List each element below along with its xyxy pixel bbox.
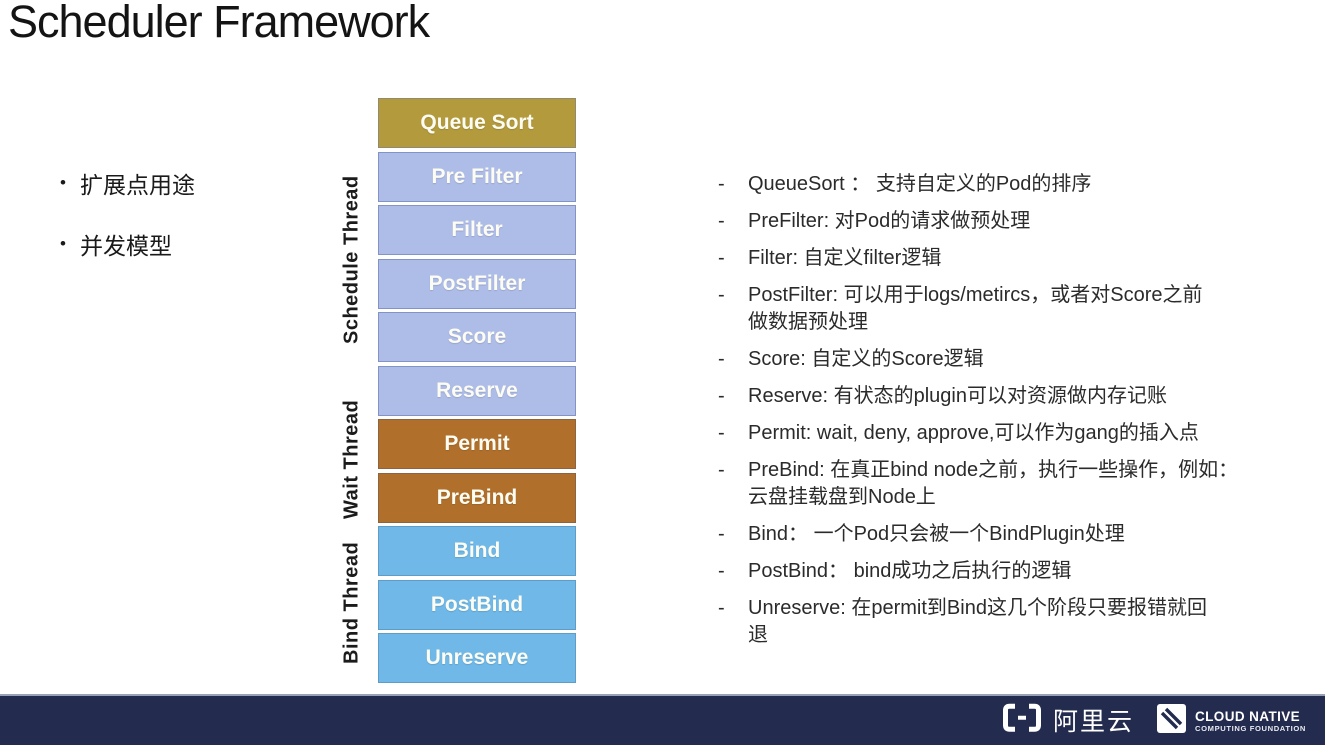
list-item: - QueueSort ： 支持自定义的Pod的排序 bbox=[718, 171, 1284, 198]
cncf-mark-icon bbox=[1156, 703, 1187, 739]
cncf-line2: COMPUTING FOUNDATION bbox=[1195, 723, 1306, 733]
list-item: - Score: 自定义的Score逻辑 bbox=[718, 346, 1284, 373]
dash-marker: - bbox=[718, 459, 725, 481]
list-item: - Unreserve: 在permit到Bind这几个阶段只要报错就回 退 bbox=[718, 595, 1284, 649]
dash-marker: - bbox=[718, 210, 725, 232]
dash-marker: - bbox=[718, 560, 725, 582]
phase-box-filter: Filter bbox=[378, 205, 576, 255]
phase-box-unreserve: Unreserve bbox=[378, 633, 576, 683]
phase-box-bind: Bind bbox=[378, 526, 576, 576]
bullet-marker: • bbox=[60, 173, 66, 192]
cncf-line1: CLOUD NATIVE bbox=[1195, 708, 1301, 724]
dash-marker: - bbox=[718, 422, 725, 444]
list-item: - Filter: 自定义filter逻辑 bbox=[718, 245, 1284, 272]
alibaba-brackets-icon bbox=[1000, 701, 1044, 738]
thread-label-schedule: Schedule Thread bbox=[340, 175, 363, 345]
extension-point-text: QueueSort ： 支持自定义的Pod的排序 bbox=[748, 173, 1092, 195]
cncf-wordmark: CLOUD NATIVE COMPUTING FOUNDATION bbox=[1195, 709, 1306, 733]
list-item: - Permit: wait, deny, approve,可以作为gang的插… bbox=[718, 420, 1284, 447]
extension-point-list: - QueueSort ： 支持自定义的Pod的排序 - PreFilter: … bbox=[718, 171, 1284, 659]
bullet-label: 并发模型 bbox=[79, 233, 172, 259]
phase-box-postfilter: PostFilter bbox=[378, 258, 576, 309]
dash-marker: - bbox=[718, 523, 725, 545]
extension-point-text: PostBind： bind成功之后执行的逻辑 bbox=[748, 560, 1072, 582]
dash-marker: - bbox=[718, 385, 725, 407]
phase-box-queue-sort: Queue Sort bbox=[378, 98, 576, 148]
list-item: - PreFilter: 对Pod的请求做预处理 bbox=[718, 208, 1284, 235]
extension-point-text: Unreserve: 在permit到Bind这几个阶段只要报错就回 退 bbox=[748, 597, 1207, 646]
cncf-logo: CLOUD NATIVE COMPUTING FOUNDATION bbox=[1156, 703, 1306, 739]
bullet-list: • 扩展点用途 • 并发模型 bbox=[60, 166, 195, 288]
phase-box-reserve: Reserve bbox=[378, 365, 576, 416]
extension-point-text: Filter: 自定义filter逻辑 bbox=[748, 247, 942, 269]
page-title: Scheduler Framework bbox=[8, 0, 430, 47]
phase-stack: Queue Sort Pre Filter Filter PostFilter … bbox=[378, 98, 576, 687]
bullet-marker: • bbox=[60, 234, 66, 253]
alibaba-cloud-logo: 阿里云 bbox=[1000, 701, 1134, 738]
bullet-label: 扩展点用途 bbox=[79, 172, 195, 198]
list-item: - PostBind： bind成功之后执行的逻辑 bbox=[718, 558, 1284, 585]
extension-point-text: Bind： 一个Pod只会被一个BindPlugin处理 bbox=[748, 523, 1125, 545]
extension-point-text: Permit: wait, deny, approve,可以作为gang的插入点 bbox=[748, 422, 1199, 444]
phase-box-pre-filter: Pre Filter bbox=[378, 151, 576, 202]
dash-marker: - bbox=[718, 348, 725, 370]
list-item: • 扩展点用途 bbox=[60, 166, 195, 200]
dash-marker: - bbox=[718, 284, 725, 306]
footer-bar: 阿里云 CLOUD NATIVE COMPUTING FOUNDATION bbox=[0, 694, 1325, 745]
extension-point-text: Score: 自定义的Score逻辑 bbox=[748, 348, 984, 370]
list-item: • 并发模型 bbox=[60, 227, 195, 261]
list-item: - PreBind: 在真正bind node之前，执行一些操作，例如： 云盘挂… bbox=[718, 457, 1284, 511]
dash-marker: - bbox=[718, 247, 725, 269]
extension-point-text: Reserve: 有状态的plugin可以对资源做内存记账 bbox=[748, 385, 1167, 407]
phase-box-score: Score bbox=[378, 312, 576, 362]
phase-box-prebind: PreBind bbox=[378, 472, 576, 523]
dash-marker: - bbox=[718, 597, 725, 619]
phase-box-permit: Permit bbox=[378, 419, 576, 469]
extension-point-text: PreBind: 在真正bind node之前，执行一些操作，例如： 云盘挂载盘… bbox=[748, 459, 1239, 508]
phase-box-postbind: PostBind bbox=[378, 579, 576, 630]
list-item: - Reserve: 有状态的plugin可以对资源做内存记账 bbox=[718, 383, 1284, 410]
dash-marker: - bbox=[718, 173, 725, 195]
list-item: - PostFilter: 可以用于logs/metircs，或者对Score之… bbox=[718, 282, 1284, 336]
thread-label-bind: Bind Thread bbox=[340, 541, 363, 665]
extension-point-text: PreFilter: 对Pod的请求做预处理 bbox=[748, 210, 1031, 232]
extension-point-text: PostFilter: 可以用于logs/metircs，或者对Score之前 … bbox=[748, 284, 1203, 333]
thread-label-wait: Wait Thread bbox=[340, 399, 363, 519]
list-item: - Bind： 一个Pod只会被一个BindPlugin处理 bbox=[718, 521, 1284, 548]
alibaba-cloud-label: 阿里云 bbox=[1053, 707, 1135, 736]
